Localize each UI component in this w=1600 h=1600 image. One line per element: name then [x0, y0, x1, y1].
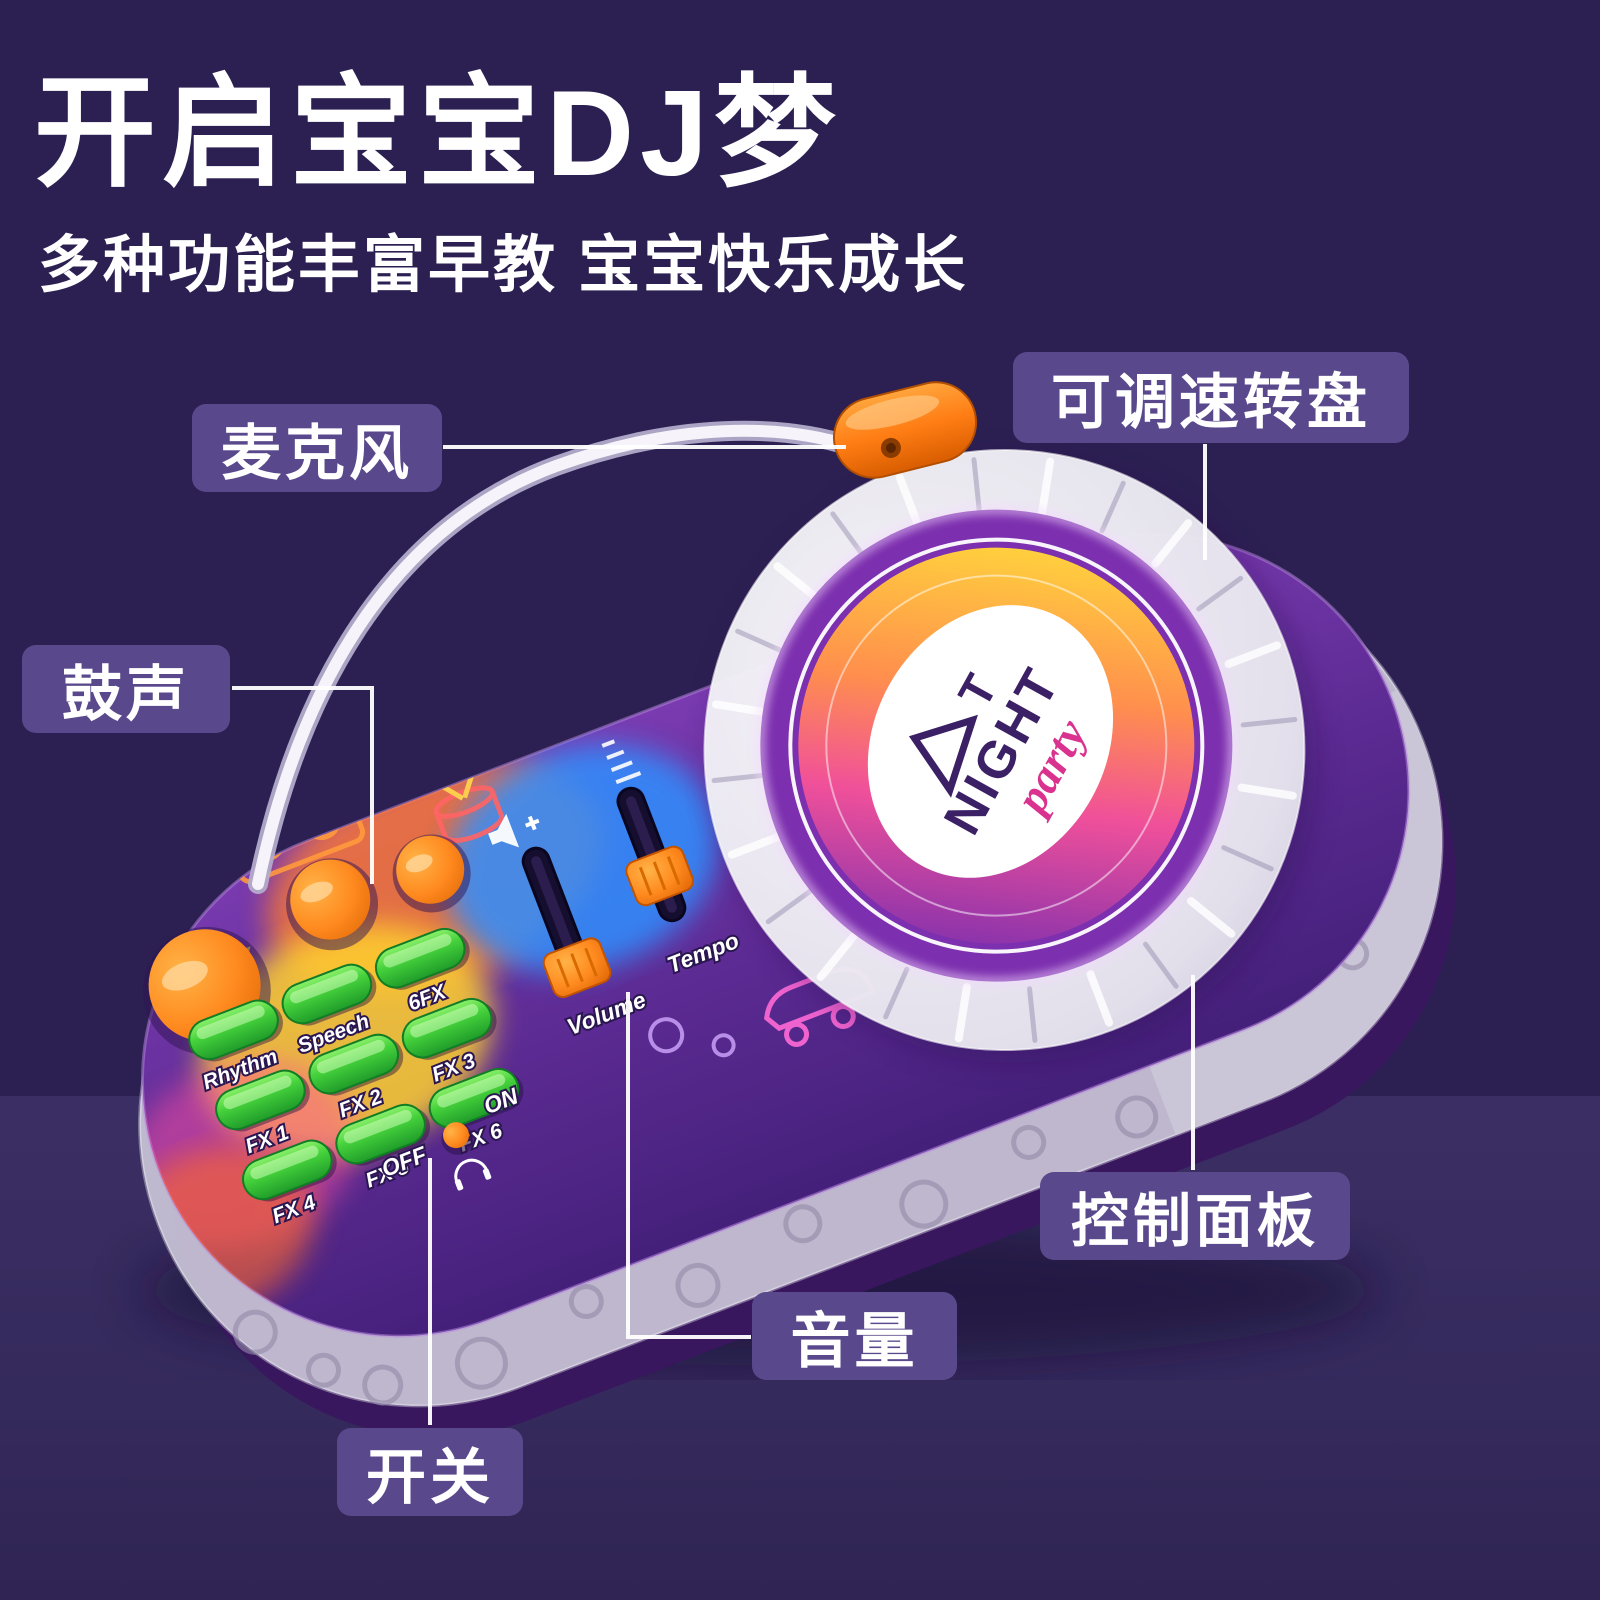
callout-power: 开关	[337, 1428, 523, 1516]
deck-edge	[140, 533, 1411, 1338]
callout-drum: 鼓声	[22, 645, 230, 733]
drum-button-medium	[290, 859, 371, 940]
callout-lines	[232, 444, 1207, 1425]
callout-volume-label: 音量	[790, 1307, 919, 1375]
leader-drum	[232, 686, 374, 884]
pad-fx4: FX 4	[242, 1139, 337, 1230]
brand-logo: T NIGHT party	[867, 605, 1114, 878]
callout-power-label: 开关	[366, 1443, 494, 1511]
tempo-ticks-icon	[601, 739, 642, 785]
page-title: 开启宝宝DJ梦	[34, 65, 842, 201]
deco-ring-icon	[648, 1017, 685, 1054]
plus-icon	[525, 815, 540, 831]
leader-volume	[626, 992, 751, 1339]
callout-control-panel: 控制面板	[1040, 1172, 1350, 1260]
deco-ring-icon	[711, 1033, 736, 1058]
callout-turntable: 可调速转盘	[1013, 352, 1409, 443]
page-subtitle: 多种功能丰富早教 宝宝快乐成长	[38, 231, 969, 300]
power-switch-knob	[443, 1122, 470, 1149]
pad-fx5: FX 5	[335, 1103, 431, 1195]
drum-button-small	[396, 835, 465, 904]
turntable-ribs	[712, 457, 1297, 1043]
callout-turntable-label: 可调速转盘	[1051, 369, 1371, 436]
callout-volume: 音量	[752, 1292, 957, 1380]
callout-microphone: 麦克风	[192, 404, 442, 492]
callout-control-panel-label: 控制面板	[1070, 1189, 1319, 1254]
toy-body: Rhythm Speech 6FX FX 1	[118, 449, 1524, 1438]
speaker-icon	[488, 813, 520, 848]
callout-microphone-label: 麦克风	[221, 419, 413, 487]
mic-tip	[832, 381, 978, 479]
headphones-icon	[454, 1158, 492, 1191]
triangle-logo-icon	[908, 714, 978, 798]
turntable: T NIGHT party	[703, 449, 1317, 1063]
spray-can-icon	[487, 674, 542, 752]
turntable-ribs-minor	[711, 457, 1298, 1043]
mic-cable-highlight	[252, 424, 856, 890]
callout-drum-label: 鼓声	[62, 660, 190, 728]
